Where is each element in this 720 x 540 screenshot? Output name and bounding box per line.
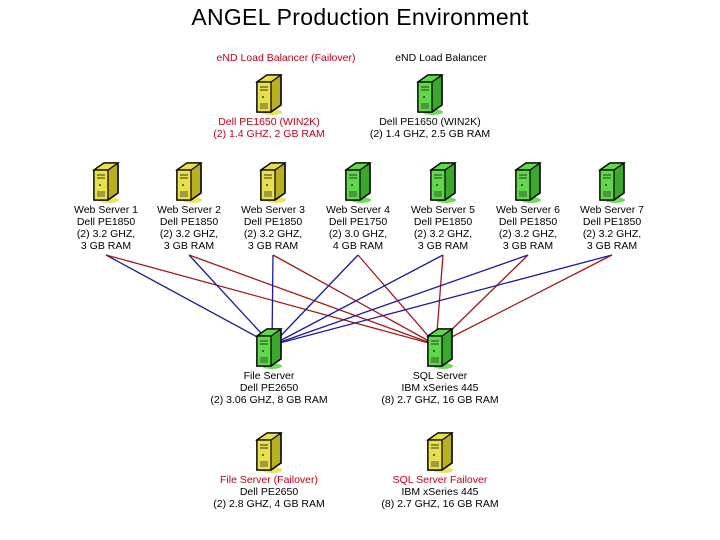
server-spec-line: IBM xSeries 445 [401,382,479,394]
connection-line [271,254,444,346]
server-icon [255,328,283,369]
server-spec-line: 3 GB RAM [586,240,638,252]
server-name: Web Server 4 [326,204,390,216]
server-spec-line: Dell PE2650 [239,382,299,394]
connection-line [357,254,437,346]
server-name: File Server (Failover) [219,474,319,486]
server-name: SQL Server Failover [392,474,488,486]
server-spec-line: (2) 3.2 GHZ, [413,228,473,240]
server-spec-line: 4 GB RAM [332,240,384,252]
connection-line [271,254,613,346]
server-spec-line: Dell PE1850 [498,216,558,228]
server-spec-line: Dell PE1850 [582,216,642,228]
server-spec-line: (2) 3.0 GHZ, [328,228,388,240]
server-node[interactable]: File Server (Failover)Dell PE2650(2) 2.8… [204,430,334,510]
server-name: Web Server 6 [496,204,560,216]
server-spec-line: Dell PE1650 (WIN2K) [379,116,481,128]
server-spec-line: Dell PE1650 (WIN2K) [218,116,320,128]
server-node[interactable]: Dell PE1650 (WIN2K)(2) 1.4 GHZ, 2.5 GB R… [365,72,495,140]
connection-line [435,254,613,346]
server-spec-line: Dell PE1850 [76,216,136,228]
server-name: Web Server 5 [411,204,475,216]
server-icon [255,432,283,473]
connection-line [271,254,359,346]
server-spec-line: (2) 2.8 GHZ, 4 GB RAM [213,498,325,510]
server-spec-line: 3 GB RAM [502,240,554,252]
server-spec-line: IBM xSeries 445 [401,486,479,498]
connection-line [105,254,437,346]
server-icon [598,162,626,203]
server-icon [175,162,203,203]
connection-line [271,254,529,346]
server-icon [426,328,454,369]
server-spec-line: (2) 3.2 GHZ, [498,228,558,240]
server-name: Web Server 7 [580,204,644,216]
server-spec-line: (2) 1.4 GHZ, 2 GB RAM [213,128,325,140]
server-spec-line: Dell PE1850 [413,216,473,228]
connection-line [188,254,273,346]
server-spec-line: (8) 2.7 GHZ, 16 GB RAM [381,394,499,406]
server-spec-line: Dell PE1750 [328,216,388,228]
server-icon [426,432,454,473]
server-name: SQL Server [412,370,468,382]
server-icon [255,74,283,115]
server-spec-line: Dell PE2650 [239,486,299,498]
server-spec-line: (2) 1.4 GHZ, 2.5 GB RAM [369,128,491,140]
server-icon [416,74,444,115]
server-spec-line: 3 GB RAM [247,240,299,252]
server-spec-line: 3 GB RAM [163,240,215,252]
lb-failover-name: eND Load Balancer (Failover) [216,52,356,64]
server-spec-line: (2) 3.06 GHZ, 8 GB RAM [210,394,328,406]
lb-primary-name: eND Load Balancer [395,52,487,64]
connection-line [105,254,273,346]
server-spec-line: 3 GB RAM [417,240,469,252]
diagram-title: ANGEL Production Environment [191,4,529,30]
server-spec-line: (8) 2.7 GHZ, 16 GB RAM [381,498,499,510]
server-spec-line: (2) 3.2 GHZ, [243,228,303,240]
server-icon [92,162,120,203]
server-icon [259,162,287,203]
server-icon [514,162,542,203]
server-name: File Server [243,370,295,382]
server-spec-line: Dell PE1850 [243,216,303,228]
server-icon [344,162,372,203]
server-name: Web Server 3 [241,204,305,216]
server-spec-line: Dell PE1850 [159,216,219,228]
server-spec-line: (2) 3.2 GHZ, [582,228,642,240]
server-node[interactable]: Dell PE1650 (WIN2K)(2) 1.4 GHZ, 2 GB RAM [204,72,334,140]
server-name: Web Server 1 [74,204,138,216]
server-spec-line: (2) 3.2 GHZ, [159,228,219,240]
server-name: Web Server 2 [157,204,221,216]
server-icon [429,162,457,203]
connection-line [188,254,437,346]
server-spec-line: 3 GB RAM [80,240,132,252]
connection-line [272,254,437,346]
server-spec-line: (2) 3.2 GHZ, [76,228,136,240]
